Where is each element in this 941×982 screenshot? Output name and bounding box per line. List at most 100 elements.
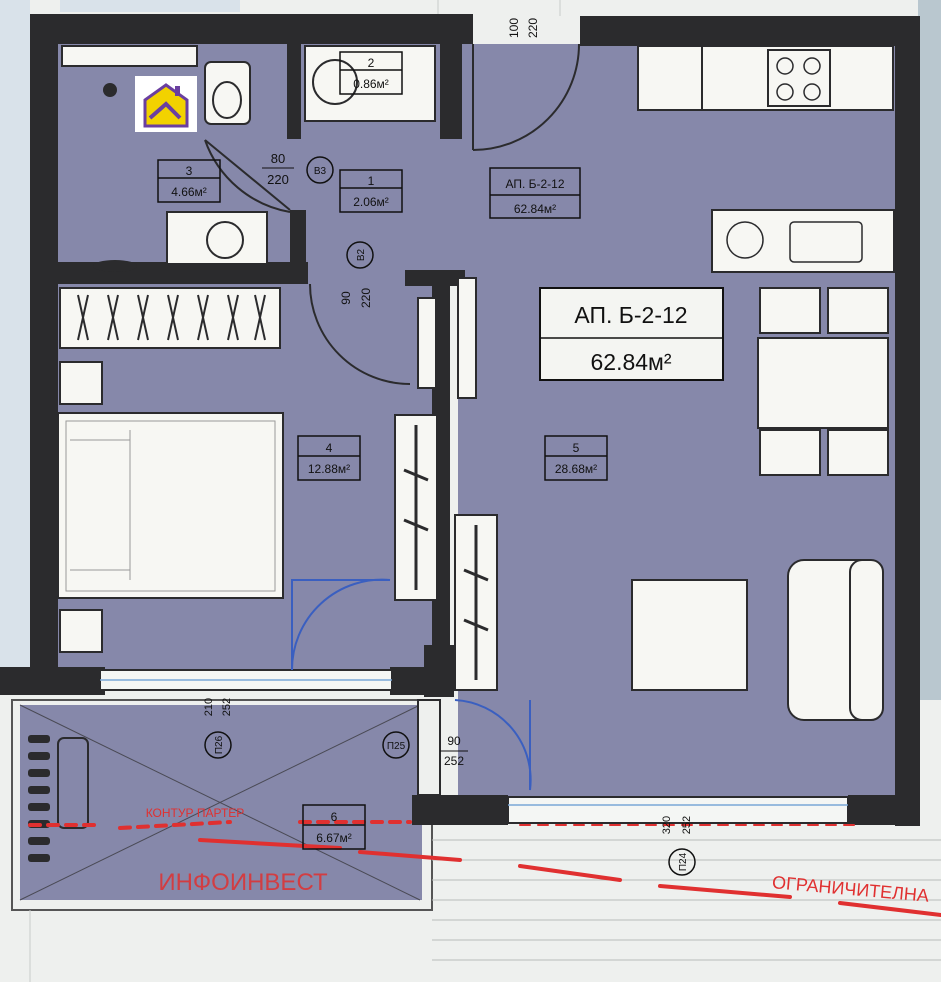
wardrobes <box>59 277 498 691</box>
wall-living-bottom-right <box>848 795 920 825</box>
room-1-area: 2.06м² <box>353 195 389 209</box>
adjacent-unit-top <box>60 0 240 12</box>
entry-tag-title: АП. Б-2-12 <box>505 177 564 191</box>
living-window-width: 320 <box>661 816 673 834</box>
entry-tag-box <box>489 167 581 219</box>
dining-table <box>757 337 889 429</box>
house-logo-icon <box>135 76 197 132</box>
bedroom-wardrobe <box>59 287 281 349</box>
kitchen-counter-island <box>711 209 895 273</box>
door-tags: В3 В2 П26 П25 П24 <box>204 156 696 876</box>
bedroom-door <box>309 283 411 385</box>
bedroom-balcony-door <box>290 578 391 671</box>
windows <box>99 16 849 824</box>
shower-rail <box>61 45 198 67</box>
sink-icon <box>206 221 244 259</box>
room-4-box <box>297 435 361 481</box>
hangers-icon <box>77 294 266 341</box>
nightstand-top <box>59 361 103 405</box>
room-label-boxes <box>157 51 608 850</box>
wall-living-bottom-left <box>412 795 508 825</box>
bed-window-height: 252 <box>221 698 233 716</box>
hall-door-height: 220 <box>359 288 373 308</box>
ground-contour-label: КОНТУР ПАРТЕР <box>146 806 245 820</box>
door-tag-b2: В2 <box>356 248 367 261</box>
drain-icon <box>103 83 117 97</box>
room-5-box <box>544 435 608 481</box>
red-limit-lines <box>28 820 941 917</box>
nightstand-bottom <box>59 609 103 653</box>
bath-door-height: 220 <box>267 172 289 187</box>
apartment-label: АП. Б-2-12 62.84м² <box>539 287 724 381</box>
floor-drain <box>93 260 137 272</box>
entry-door-width: 100 <box>507 18 521 38</box>
room-3-area: 4.66м² <box>171 185 207 199</box>
room-3-box <box>157 159 221 203</box>
living-window <box>507 796 849 824</box>
room-2-area: 0.86м² <box>353 77 389 91</box>
bathroom-fixtures <box>61 45 436 272</box>
washing-machine-icon <box>312 59 358 105</box>
deck-stripes <box>432 839 941 961</box>
room-3-number: 3 <box>186 164 193 178</box>
door-tag-p124: П24 <box>678 852 689 871</box>
stove-icon <box>767 49 831 107</box>
room-4-number: 4 <box>326 441 333 455</box>
wall-top-left <box>58 14 473 44</box>
bed-window-width: 210 <box>203 698 215 716</box>
adjacent-unit-left <box>0 0 30 690</box>
dining-set <box>757 287 889 476</box>
living-door-height: 252 <box>444 754 464 768</box>
apartment-area: 62.84м² <box>590 349 671 375</box>
watermark-text: ИНФОИНВЕСТ <box>158 869 328 896</box>
room-1-box <box>339 169 403 213</box>
chair-icon <box>759 287 821 334</box>
living-door-width: 90 <box>447 734 461 748</box>
coffee-table <box>631 579 748 691</box>
wall-left <box>30 14 58 694</box>
adjacent-unit-right <box>918 0 941 700</box>
room-6-area: 6.67м² <box>316 831 352 845</box>
room-1-number: 1 <box>368 174 375 188</box>
entry-tag-area: 62.84м² <box>514 202 556 216</box>
room-2-box <box>339 51 403 95</box>
chair-icon <box>759 429 821 476</box>
dimensions: 80 220 90 220 100 220 210 252 90 252 320… <box>203 18 693 835</box>
living-door-leaf <box>417 699 441 796</box>
bed-set <box>57 361 284 653</box>
terrace-diagonal-2 <box>19 704 421 901</box>
room-5-number: 5 <box>573 441 580 455</box>
chair-icon <box>827 429 889 476</box>
doors <box>204 43 580 796</box>
living-window-height: 252 <box>681 816 693 834</box>
ac-unit-icon <box>57 737 89 829</box>
kitchen <box>637 45 895 273</box>
living-balcony-door <box>454 699 532 791</box>
room-5-area: 28.68м² <box>555 462 597 476</box>
hall-panel-right <box>457 277 477 399</box>
apartment-title: АП. Б-2-12 <box>574 302 687 328</box>
wall-shower-right <box>440 44 462 139</box>
room-6-box <box>302 804 366 850</box>
terrace-radiator <box>28 735 89 862</box>
door-tag-b3: В3 <box>314 166 327 177</box>
kitchen-sink-icon <box>789 221 863 263</box>
wall-bottom-mid <box>390 667 430 695</box>
bath-door-width: 80 <box>271 151 285 166</box>
chair-icon <box>827 287 889 334</box>
room-6-number: 6 <box>331 810 338 824</box>
entry-door-height: 220 <box>526 18 540 38</box>
door-tag-p126: П26 <box>214 735 225 754</box>
wall-top-right <box>580 16 920 46</box>
bathroom-door <box>204 139 291 213</box>
bed-icon <box>57 412 284 599</box>
drafting-lines <box>29 0 561 982</box>
wall-bath-lower <box>290 210 306 272</box>
hall-panel-left <box>417 297 437 389</box>
room-2-number: 2 <box>368 56 375 70</box>
entry-door <box>472 43 580 151</box>
living-furniture <box>631 559 884 721</box>
wall-right <box>895 16 920 826</box>
entry-opening <box>473 16 580 44</box>
